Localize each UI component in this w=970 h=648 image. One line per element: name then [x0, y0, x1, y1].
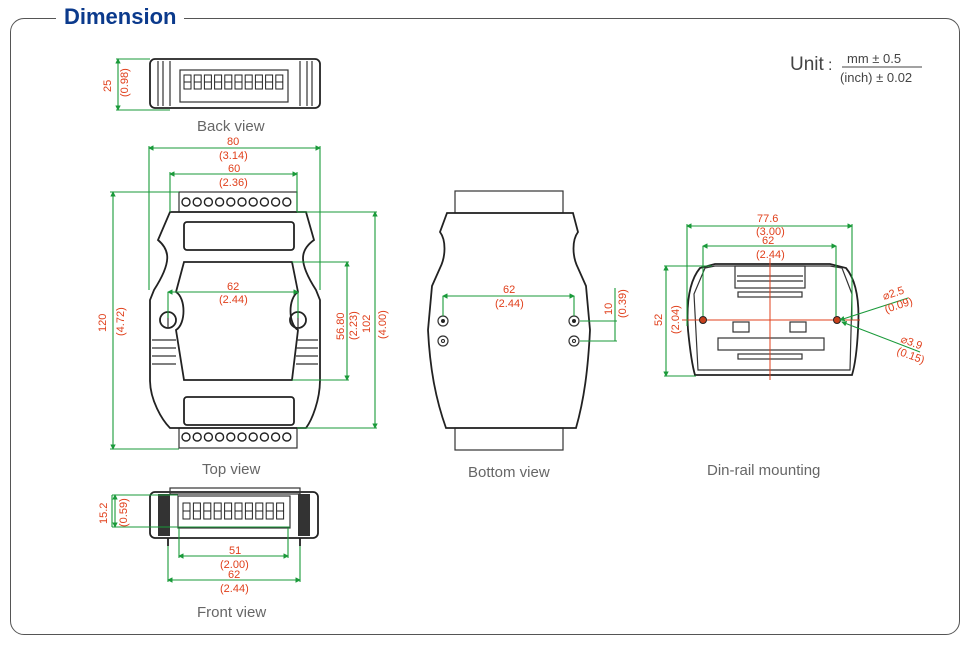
unit-numerator: mm ± 0.5 [847, 51, 901, 66]
top-view-caption: Top view [202, 461, 261, 478]
bottom-pitch-in: (0.39) [617, 289, 629, 318]
din-height-mm: 52 [653, 314, 665, 326]
din-d2-in: (0.15) [895, 346, 926, 367]
din-hole-in: (2.44) [756, 249, 785, 261]
terminal-screw [237, 432, 247, 442]
front-height-in: (0.59) [118, 498, 130, 527]
terminal-screw [282, 197, 292, 207]
terminal-screw [259, 432, 270, 442]
bottom-pitch-mm: 10 [603, 303, 615, 315]
unit-denominator: (inch) ± 0.02 [840, 70, 912, 85]
back-height-mm: 25 [102, 80, 114, 92]
front-inner-in: (2.00) [220, 559, 249, 571]
front-inner-mm: 51 [229, 545, 241, 557]
bottom-view: 62 (2.44) 10 (0.39) Bottom view [427, 190, 629, 481]
unit-colon: : [828, 57, 832, 74]
back-view: 25 (0.98) Back view [102, 58, 321, 135]
terminal-screw [226, 197, 236, 207]
top-height-in: (4.72) [115, 307, 127, 336]
top-window-in: (2.23) [348, 311, 360, 340]
terminal-screw [181, 197, 191, 207]
top-width-in: (3.14) [219, 150, 248, 162]
front-height-mm: 15.2 [98, 503, 110, 524]
top-hole-in: (2.44) [219, 294, 248, 306]
din-rail-view: 77.6 (3.00) 62 (2.44) 52 (2.04) ⌀2.5 (0.… [653, 213, 926, 479]
top-connector-mm: 60 [228, 163, 240, 175]
top-width-mm: 80 [227, 136, 239, 148]
din-caption: Din-rail mounting [707, 462, 820, 479]
terminal-screw [237, 197, 247, 207]
din-height-in: (2.04) [670, 305, 682, 334]
terminal-screw [270, 197, 281, 207]
terminal-screw [259, 197, 270, 207]
front-view-caption: Front view [197, 604, 266, 621]
terminal-screw [203, 197, 214, 207]
terminal-screw [181, 432, 191, 442]
terminal-screw [214, 432, 225, 442]
bottom-hole-mm: 62 [503, 284, 515, 296]
front-outer-mm: 62 [228, 569, 240, 581]
din-width-mm: 77.6 [757, 213, 778, 225]
terminal-screw [214, 197, 225, 207]
unit-label: Unit [790, 54, 825, 75]
top-body-mm: 102 [361, 315, 373, 333]
terminal-screw [226, 432, 236, 442]
bottom-hole-in: (2.44) [495, 298, 524, 310]
top-hole-mm: 62 [227, 281, 239, 293]
terminal-screw [248, 432, 258, 442]
bottom-view-caption: Bottom view [468, 464, 550, 481]
section-title: Dimension [56, 4, 185, 30]
top-view: 80 (3.14) 60 (2.36) 62 (2.44) 120 (4.72)… [97, 136, 389, 478]
terminal-screw [203, 432, 214, 442]
top-window-mm: 56.80 [335, 312, 347, 340]
terminal-screw [192, 197, 202, 207]
dimension-frame [10, 18, 960, 635]
top-connector-in: (2.36) [219, 177, 248, 189]
din-width-in: (3.00) [756, 226, 785, 238]
front-outer-in: (2.44) [220, 583, 249, 595]
top-body-in: (4.00) [377, 310, 389, 339]
din-hole-mm: 62 [762, 235, 774, 247]
front-view: 15.2 (0.59) 51 (2.00) 62 (2.44) Front vi… [98, 487, 319, 621]
unit-note: Unit : mm ± 0.5 (inch) ± 0.02 [790, 51, 922, 85]
back-view-caption: Back view [197, 118, 265, 135]
terminal-screw [192, 432, 202, 442]
top-height-mm: 120 [97, 314, 109, 332]
terminal-screw [248, 197, 258, 207]
back-height-in: (0.98) [119, 68, 131, 97]
terminal-screw [282, 432, 292, 442]
terminal-screw [270, 432, 281, 442]
